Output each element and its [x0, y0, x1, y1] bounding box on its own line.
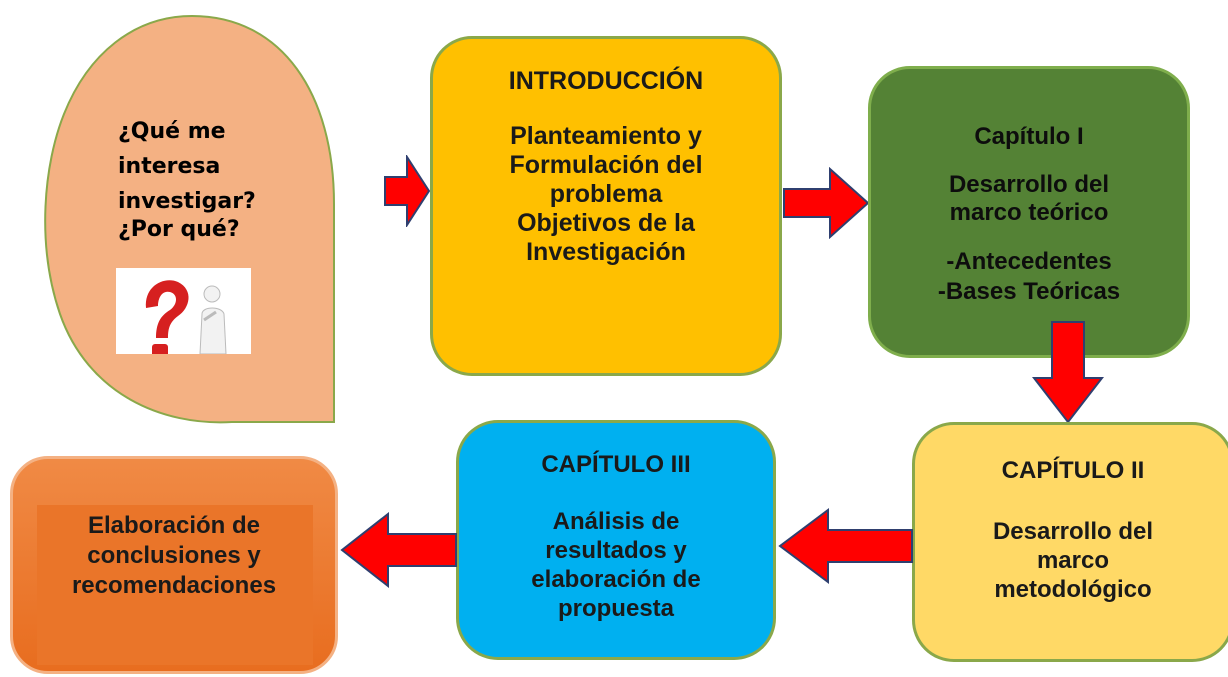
chapter-2-line-3: metodológico [994, 576, 1152, 603]
bubble-line-2: interesa [118, 154, 221, 179]
intro-line-5: Investigación [526, 238, 686, 266]
conclusions-inner-panel [37, 505, 313, 665]
chapter-2-title: CAPÍTULO II [1001, 457, 1145, 484]
chapter-2-line-2: marco [1036, 547, 1110, 574]
chapter-3-line-4: propuesta [557, 595, 674, 622]
intro-line-2: Formulación del [509, 151, 703, 179]
chapter-3-box: CAPÍTULO III Análisis de resultados y el… [456, 420, 776, 660]
question-mark-person-icon [116, 268, 251, 354]
arrow-right-icon [384, 155, 431, 227]
arrow-left-icon [340, 512, 457, 588]
conclusions-box: Elaboración de conclusiones y recomendac… [10, 456, 338, 674]
bubble-question-1: ¿Qué me interesa investigar? [118, 114, 256, 219]
intro-line-3: problema [549, 180, 663, 208]
chapter-1-subtitle-1: Desarrollo del [948, 171, 1110, 198]
chapter-1-box: Capítulo I Desarrollo del marco teórico … [868, 66, 1190, 358]
intro-line-4: Objetivos de la [517, 209, 695, 237]
chapter-1-subtitle-2: marco teórico [949, 199, 1109, 226]
intro-line-1: Planteamiento y [510, 122, 702, 150]
intro-title: INTRODUCCIÓN [508, 67, 704, 95]
conclusions-line-1: Elaboración de [87, 512, 261, 539]
arrow-left-icon [778, 508, 913, 584]
bubble-line-3: investigar? [118, 189, 256, 214]
chapter-2-line-1: Desarrollo del [992, 518, 1154, 545]
chapter-1-item-1: -Antecedentes [946, 248, 1112, 275]
arrow-down-icon [1032, 321, 1104, 424]
chapter-1-item-2: -Bases Teóricas [937, 278, 1121, 305]
conclusions-line-3: recomendaciones [71, 572, 277, 599]
chapter-1-title: Capítulo I [974, 123, 1084, 150]
intro-box: INTRODUCCIÓN Planteamiento y Formulación… [430, 36, 782, 376]
chapter-3-line-2: resultados y [545, 537, 687, 564]
chapter-3-line-3: elaboración de [531, 566, 701, 593]
bubble-question-2: ¿Por qué? [118, 217, 240, 242]
arrow-right-icon [783, 167, 870, 239]
conclusions-line-2: conclusiones y [87, 542, 261, 569]
chapter-3-title: CAPÍTULO III [541, 451, 691, 478]
chapter-3-line-1: Análisis de [552, 508, 680, 535]
chapter-2-box: CAPÍTULO II Desarrollo del marco metodol… [912, 422, 1228, 662]
bubble-line-1: ¿Qué me [118, 119, 226, 144]
